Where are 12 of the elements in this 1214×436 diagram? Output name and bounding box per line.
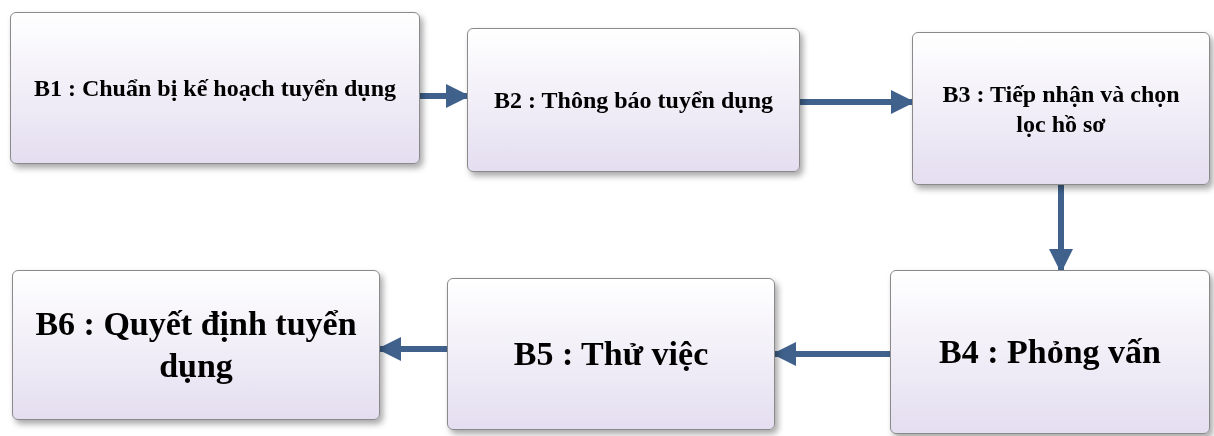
step-label: B1 : Chuẩn bị kế hoạch tuyển dụng: [33, 74, 397, 103]
step-label: B6 : Quyết định tuyển dụng: [34, 303, 358, 386]
process-box: [890, 270, 1210, 434]
process-box: [467, 28, 800, 172]
process-box: [447, 278, 775, 430]
process-box: [10, 12, 420, 164]
step-label: B4 : Phỏng vấn: [939, 331, 1161, 372]
process-box: [12, 270, 380, 420]
process-box: [912, 32, 1210, 185]
step-label: B2 : Thông báo tuyển dụng: [494, 86, 773, 115]
step-label: B5 : Thử việc: [513, 333, 709, 374]
step-label: B3 : Tiếp nhận và chọn lọc hồ sơ: [941, 79, 1181, 139]
